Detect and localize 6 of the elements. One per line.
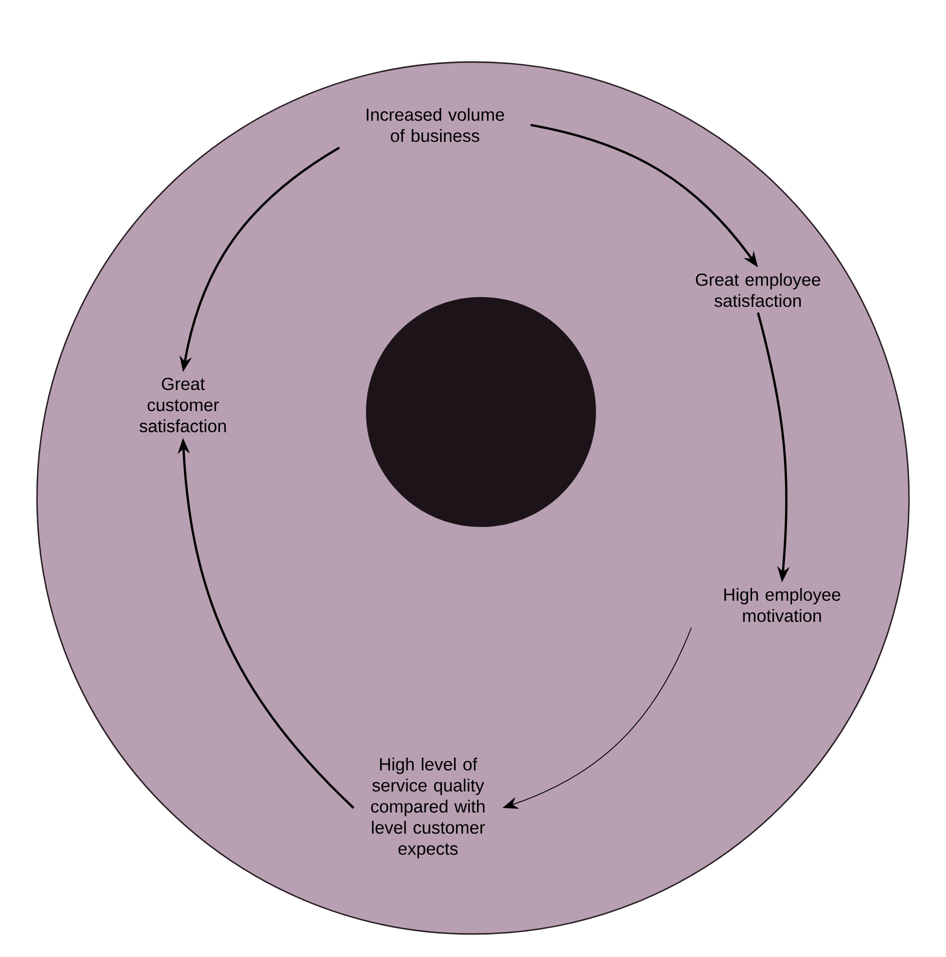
node-label: Increased volume of business <box>366 108 504 142</box>
filled-circle <box>366 297 596 527</box>
node-label: Great employee satisfaction <box>696 273 820 307</box>
node-label: High employee motivation <box>724 588 840 622</box>
node-label: High level of service quality compared with level customer expects <box>371 758 485 858</box>
node-label: Great customer satisfaction <box>140 378 226 432</box>
